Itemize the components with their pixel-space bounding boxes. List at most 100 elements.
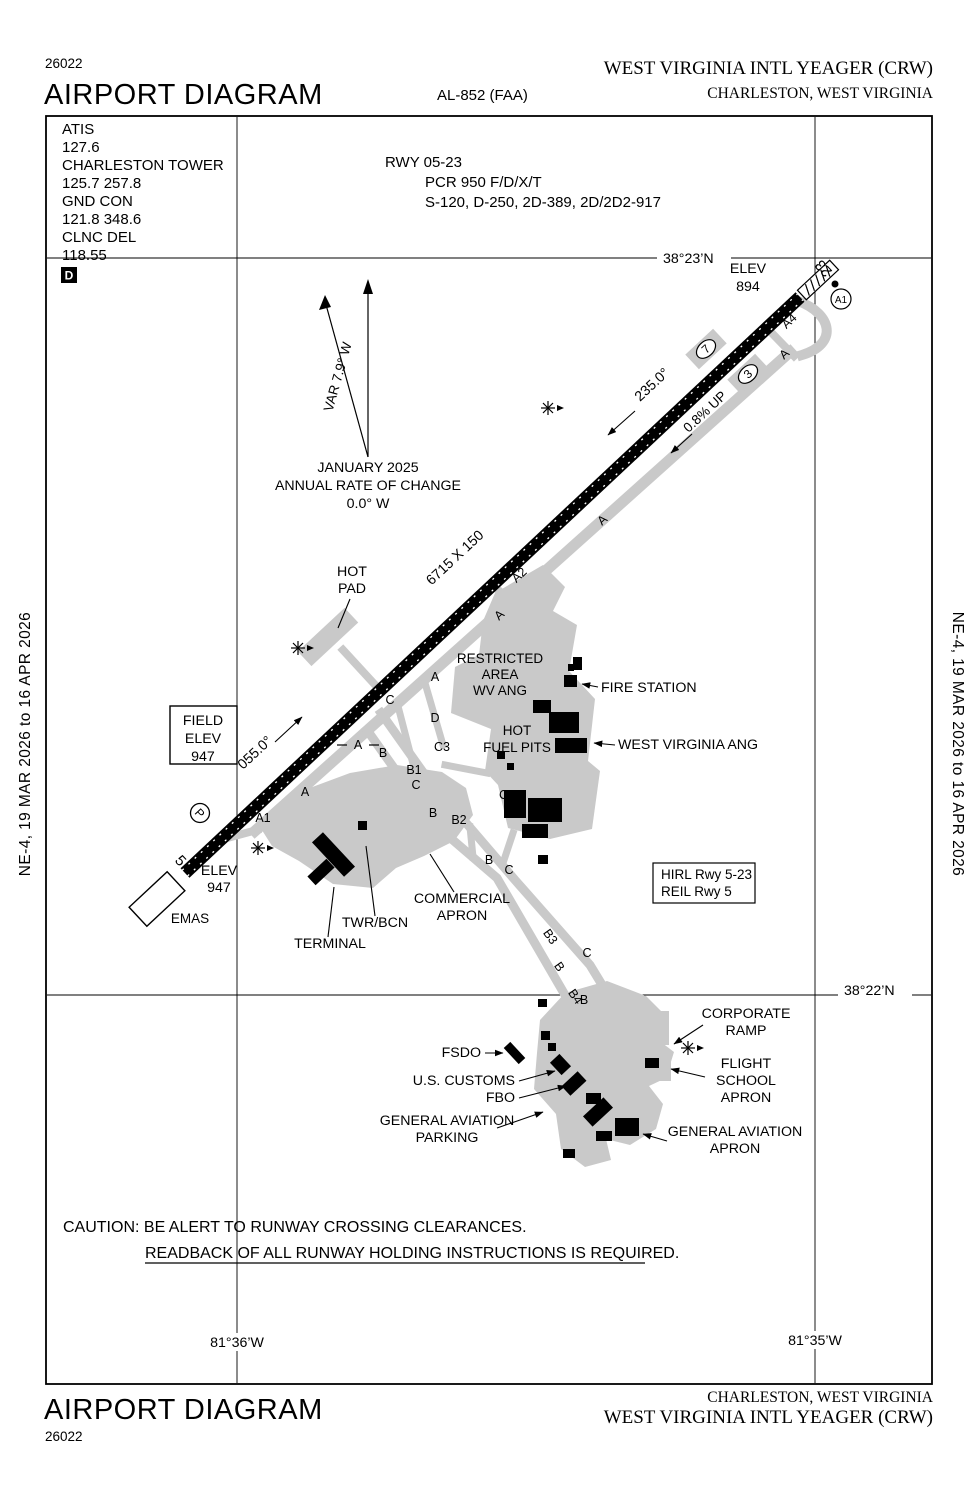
diagram-border [45, 115, 933, 1385]
hazardous-weather-d-symbol [61, 267, 77, 283]
svg-text:GENERAL AVIATION: GENERAL AVIATION [380, 1113, 515, 1129]
diagram-canvas: ATIS 127.6 CHARLESTON TOWER 125.7 257.8 … [45, 115, 933, 1385]
fbo-building [561, 1071, 587, 1096]
longitude-label: 81°35’W [788, 1333, 842, 1349]
runway-info-line: S-120, D-250, 2D-389, 2D/2D2-917 [425, 194, 661, 211]
al-number: AL-852 (FAA) [437, 87, 528, 104]
comm-line: ATIS [62, 121, 94, 138]
svg-text:0.0° W: 0.0° W [347, 496, 390, 512]
taxiway-label: A1 [255, 811, 270, 825]
svg-text:FBO: FBO [486, 1090, 515, 1106]
emas-label: EMAS [171, 911, 209, 926]
svg-text:HIRL Rwy 5-23: HIRL Rwy 5-23 [661, 867, 752, 882]
taxiway-label: B2 [451, 813, 466, 827]
svg-text:TWR/BCN: TWR/BCN [342, 915, 408, 931]
corporate-ramp-callout: CORPORATE RAMP [673, 1006, 790, 1045]
svg-text:READBACK OF ALL RUNWAY HOLDING: READBACK OF ALL RUNWAY HOLDING INSTRUCTI… [145, 1245, 679, 1262]
taxiway-label: A [431, 670, 440, 684]
variation-arrow: VAR 7.9° W JANUARY 2025 ANNUAL RATE OF C… [275, 279, 461, 512]
light-star-icon [541, 401, 564, 415]
flight-school-building [645, 1058, 659, 1068]
tower-building [358, 821, 367, 830]
comm-line: 121.8 348.6 [62, 211, 141, 228]
airport-city: CHARLESTON, WEST VIRGINIA [707, 85, 933, 102]
header-chart-number: 26022 [45, 56, 83, 71]
svg-text:AREA: AREA [482, 667, 519, 682]
hot-pad-callout: HOT PAD [337, 564, 367, 629]
svg-text:SCHOOL: SCHOOL [716, 1073, 776, 1089]
flight-school-callout: FLIGHT SCHOOL APRON [670, 1056, 776, 1106]
comm-line: GND CON [62, 193, 133, 210]
footer-city: CHARLESTON, WEST VIRGINIA [707, 1389, 933, 1406]
latitude-label: 38°23’N [663, 251, 714, 267]
svg-text:WEST VIRGINIA ANG: WEST VIRGINIA ANG [618, 737, 758, 753]
ang-building [533, 700, 551, 713]
hot-pad-area [297, 607, 359, 667]
airport-name: WEST VIRGINIA INTL YEAGER (CRW) [603, 58, 933, 79]
svg-text:HOT: HOT [503, 723, 532, 738]
light-star-icon [251, 841, 274, 855]
page-title: AIRPORT DIAGRAM [44, 79, 323, 111]
caution-note: CAUTION: BE ALERT TO RUNWAY CROSSING CLE… [63, 1219, 679, 1264]
svg-text:COMMERCIAL: COMMERCIAL [414, 891, 510, 907]
svg-text:894: 894 [736, 279, 760, 295]
svg-text:RAMP: RAMP [726, 1023, 767, 1039]
edition-note-left: NE-4, 19 MAR 2026 to 16 APR 2026 [17, 611, 34, 877]
svg-text:FIELD: FIELD [183, 713, 223, 729]
svg-text:ANNUAL RATE OF CHANGE: ANNUAL RATE OF CHANGE [275, 478, 461, 494]
runway-5-23 [128, 259, 840, 928]
runway-data-block: RWY 05-23 PCR 950 F/D/X/T S-120, D-250, … [385, 154, 661, 211]
taxiway-label: C [582, 946, 591, 960]
ga-parking-callout: GENERAL AVIATION PARKING [380, 1111, 544, 1146]
comm-block: ATIS 127.6 CHARLESTON TOWER 125.7 257.8 … [61, 121, 224, 283]
svg-text:FIRE STATION: FIRE STATION [601, 680, 697, 696]
svg-text:FLIGHT: FLIGHT [721, 1056, 772, 1072]
fire-station-callout: FIRE STATION [581, 680, 697, 696]
pad-ellipse-3: 3 [737, 364, 759, 384]
svg-text:PAD: PAD [338, 581, 366, 597]
svg-text:A1: A1 [835, 295, 848, 306]
fsdo-building [503, 1041, 526, 1065]
svg-text:947: 947 [207, 880, 231, 896]
taxiway-label: A [354, 738, 363, 752]
terminal-building [311, 832, 356, 877]
svg-text:APRON: APRON [710, 1141, 760, 1157]
rate-of-change: JANUARY 2025 [317, 460, 418, 476]
svg-text:ELEV: ELEV [185, 731, 222, 747]
taxiway-label: B1 [406, 763, 421, 777]
svg-text:FSDO: FSDO [442, 1045, 481, 1061]
svg-text:WV ANG: WV ANG [473, 683, 527, 698]
terminal-callout: TERMINAL [294, 886, 366, 952]
taxiway-label: C3 [434, 740, 450, 754]
latlon-labels: 38°23’N 38°22’N 81°36’W 81°35’W [201, 249, 912, 1351]
taxiway-label: B [485, 853, 493, 867]
ang-building [555, 738, 587, 753]
taxiway-label: C [411, 778, 420, 792]
svg-text:FUEL PITS: FUEL PITS [483, 740, 551, 755]
commercial-apron-callout: COMMERCIAL APRON [414, 853, 510, 924]
svg-text:ELEV: ELEV [201, 863, 238, 879]
taxiway-label: D [430, 711, 439, 725]
light-star-icon [681, 1041, 704, 1055]
taxiway-label: B [429, 806, 437, 820]
runway-info-line: RWY 05-23 [385, 154, 462, 171]
elevation-sw: ELEV 947 [201, 863, 238, 896]
wv-ang-callout: WEST VIRGINIA ANG [593, 737, 758, 753]
parking-circle-p: P [189, 802, 211, 824]
runway-heading-ne: 055.0° [235, 733, 276, 773]
footer-chart-number: 26022 [45, 1429, 83, 1444]
comm-line: 125.7 257.8 [62, 175, 141, 192]
pad-ellipse-7: 7 [695, 339, 717, 359]
svg-text:TERMINAL: TERMINAL [294, 936, 366, 952]
taxiway-label: A [301, 785, 310, 799]
fbo-callout: FBO [486, 1084, 567, 1106]
light-star-icon [291, 641, 314, 655]
taxiway-label: B [379, 746, 387, 760]
svg-text:GENERAL AVIATION: GENERAL AVIATION [668, 1124, 803, 1140]
runway-heading-sw: 235.0° [632, 365, 673, 405]
tower-beacon-callout: TWR/BCN [342, 845, 408, 931]
svg-text:HOT: HOT [337, 564, 367, 580]
svg-text:CAUTION: BE ALERT TO RUNWAY CR: CAUTION: BE ALERT TO RUNWAY CROSSING CLE… [63, 1219, 527, 1236]
ang-building [549, 712, 579, 733]
